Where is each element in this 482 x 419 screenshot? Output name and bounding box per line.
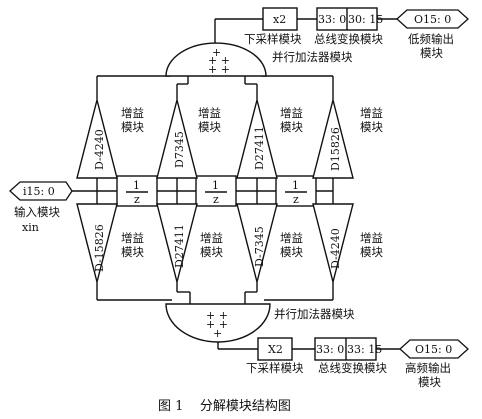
delay-1-denominator: z xyxy=(134,193,140,206)
top-down-sampler-factor: x2 xyxy=(273,13,286,26)
top-adder-sign-3: + + xyxy=(208,63,230,76)
bottom-bus-in: 33: 0 xyxy=(316,343,344,356)
high-freq-output-port-label: O15: 0 xyxy=(415,343,452,356)
figure-caption: 图 1 分解模块结构图 xyxy=(158,399,291,414)
bottom-gain-3: D-7345 增益 模块 xyxy=(236,203,303,283)
bottom-down-sampler-factor: X2 xyxy=(268,343,283,356)
bottom-gain-1-label: 增益 xyxy=(121,231,144,245)
top-gain-4-coef: D15826 xyxy=(329,127,342,171)
top-gain-4: D15826 增益 模块 xyxy=(312,99,383,179)
top-adder-label: 并行加法器模块 xyxy=(272,50,353,64)
high-freq-output-label: 高频输出 xyxy=(405,361,451,375)
low-freq-output-port-label: O15: 0 xyxy=(414,13,451,26)
delay-2-denominator: z xyxy=(213,193,219,206)
bottom-adder-sign-2: + + xyxy=(206,318,228,331)
top-bus-in: 33: 0 xyxy=(318,13,346,26)
delay-3-denominator: z xyxy=(293,193,299,206)
top-bus-out: 30: 15 xyxy=(348,13,383,26)
bottom-gain-2-coef: D27411 xyxy=(173,224,186,268)
top-gain-3-coef: D27411 xyxy=(253,126,266,170)
top-gain-2: D7345 增益 模块 xyxy=(156,99,221,179)
bottom-bus-out: 33: 15 xyxy=(347,343,382,356)
top-output-path: x2 下采样模块 33: 0 30: 15 总线变换模块 O15: 0 低频输出… xyxy=(244,7,469,60)
top-gain-3-label-2: 模块 xyxy=(280,120,303,134)
input-module: i15: 0 输入模块 xin xyxy=(9,181,73,234)
bottom-output-path: X2 下采样模块 33: 0 33: 15 总线变换模块 O15: 0 高频输出… xyxy=(246,337,469,389)
top-gain-1-label: 增益 xyxy=(121,106,144,120)
bottom-gain-1-label-2: 模块 xyxy=(121,245,144,259)
top-down-sampler xyxy=(262,7,298,31)
bottom-adder-sign-3: + xyxy=(213,327,222,340)
input-port-label: i15: 0 xyxy=(23,185,55,198)
top-down-sampler-label: 下采样模块 xyxy=(244,32,302,46)
bottom-bus-label: 总线变换模块 xyxy=(318,361,387,375)
bottom-gain-3-coef: D-7345 xyxy=(253,226,266,267)
delay-block-3: 1 z xyxy=(275,175,317,207)
high-freq-output-port xyxy=(399,339,469,359)
bottom-parallel-adder: + + + + + 并行加法器模块 xyxy=(165,303,355,343)
top-gain-1: D-4240 增益 模块 xyxy=(76,99,144,179)
bottom-down-sampler xyxy=(257,337,293,361)
top-gain-3-label: 增益 xyxy=(280,106,303,120)
bottom-adder-label: 并行加法器模块 xyxy=(274,307,355,321)
bottom-gain-1: D-15826 增益 模块 xyxy=(76,203,144,283)
top-gain-4-label: 增益 xyxy=(360,106,383,120)
top-gain-2-label: 增益 xyxy=(198,106,221,120)
top-adder-sign-2: + + xyxy=(208,54,230,67)
top-adder-sign-1: + xyxy=(212,46,221,59)
delay-block-1: 1 z xyxy=(116,175,158,207)
bottom-gain-4: D-4240 增益 模块 xyxy=(312,203,383,283)
top-gain-4-label-2: 模块 xyxy=(360,120,383,134)
bottom-gain-2: D27411 增益 模块 xyxy=(156,203,223,283)
bottom-gain-1-coef: D-15826 xyxy=(93,224,106,272)
top-gain-1-coef: D-4240 xyxy=(93,129,106,170)
top-bus-label: 总线变换模块 xyxy=(314,32,383,46)
bottom-gain-4-label-2: 模块 xyxy=(360,245,383,259)
bottom-adder-sign-1: + + xyxy=(206,309,228,322)
bottom-gain-3-label: 增益 xyxy=(280,231,303,245)
bottom-down-sampler-label: 下采样模块 xyxy=(246,361,304,375)
top-gain-2-label-2: 模块 xyxy=(198,120,221,134)
bottom-gain-3-label-2: 模块 xyxy=(280,245,303,259)
top-parallel-adder: + + + + + 并行加法器模块 xyxy=(165,42,353,77)
bottom-gain-2-label-2: 模块 xyxy=(200,245,223,259)
bottom-gain-2-label: 增益 xyxy=(200,231,223,245)
input-signal-name: xin xyxy=(22,221,39,234)
delay-block-2: 1 z xyxy=(195,175,237,207)
top-gain-3: D27411 增益 模块 xyxy=(236,99,303,179)
bottom-gain-4-label: 增益 xyxy=(360,231,383,245)
input-port xyxy=(9,181,73,201)
delay-1-numerator: 1 xyxy=(133,179,140,192)
input-module-label: 输入模块 xyxy=(14,205,60,219)
delay-3-numerator: 1 xyxy=(292,179,299,192)
delay-2-numerator: 1 xyxy=(212,179,219,192)
low-freq-output-port xyxy=(396,9,469,29)
top-gain-2-coef: D7345 xyxy=(173,131,186,168)
bottom-gain-4-coef: D-4240 xyxy=(329,228,342,269)
high-freq-output-label-2: 模块 xyxy=(418,375,441,389)
top-gain-1-label-2: 模块 xyxy=(121,120,144,134)
low-freq-output-label: 低频输出 xyxy=(408,32,454,46)
low-freq-output-label-2: 模块 xyxy=(420,46,443,60)
